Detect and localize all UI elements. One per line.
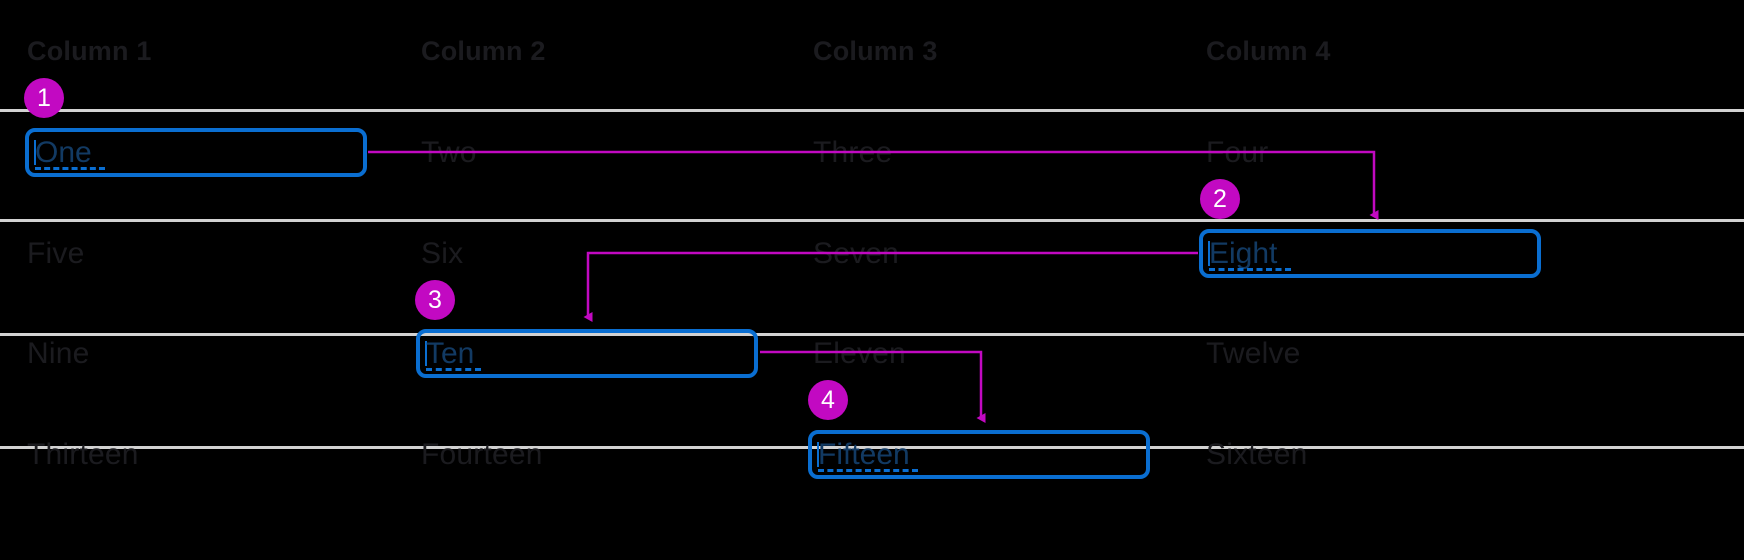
focused-input-ten-value: Ten — [426, 336, 475, 370]
table-cell-r4c2[interactable]: Fourteen — [421, 438, 543, 471]
table-cell-r1c2[interactable]: Two — [421, 136, 477, 169]
text-caret — [425, 341, 427, 366]
focused-input-one-value: One — [35, 135, 92, 169]
table-cell-r2c1[interactable]: Five — [27, 237, 85, 270]
selection-underline — [818, 469, 918, 472]
table-cell-r2c3[interactable]: Seven — [813, 237, 900, 270]
selection-underline — [426, 368, 481, 371]
table-cell-r3c4[interactable]: Twelve — [1206, 337, 1301, 370]
focused-input-ten[interactable]: Ten — [416, 329, 758, 378]
step-badge-4[interactable]: 4 — [808, 380, 848, 420]
focused-input-one[interactable]: One — [25, 128, 367, 177]
row-separator-1 — [0, 109, 1744, 112]
text-caret — [1208, 241, 1210, 266]
column-header-4[interactable]: Column 4 — [1206, 36, 1331, 66]
selection-underline — [35, 167, 105, 170]
step-badge-1[interactable]: 1 — [24, 78, 64, 118]
table-cell-r1c4[interactable]: Four — [1206, 136, 1269, 169]
text-caret — [34, 140, 36, 165]
column-header-3[interactable]: Column 3 — [813, 36, 938, 66]
selection-underline — [1209, 268, 1291, 271]
table-cell-r4c1[interactable]: Thirteen — [27, 438, 139, 471]
focused-input-eight-value: Eight — [1209, 236, 1278, 270]
focused-input-fifteen-value: Fifteen — [818, 437, 910, 471]
table-cell-r4c4[interactable]: Sixteen — [1206, 438, 1308, 471]
row-separator-3 — [0, 333, 1744, 336]
focused-input-fifteen[interactable]: Fifteen — [808, 430, 1150, 479]
table-cell-r1c3[interactable]: Three — [813, 136, 893, 169]
step-badge-2[interactable]: 2 — [1200, 179, 1240, 219]
column-header-2[interactable]: Column 2 — [421, 36, 546, 66]
table-cell-r2c2[interactable]: Six — [421, 237, 464, 270]
table-cell-r3c1[interactable]: Nine — [27, 337, 90, 370]
table-cell-r3c3[interactable]: Eleven — [813, 337, 906, 370]
row-separator-2 — [0, 219, 1744, 222]
focused-input-eight[interactable]: Eight — [1199, 229, 1541, 278]
column-header-1[interactable]: Column 1 — [27, 36, 152, 66]
step-badge-3[interactable]: 3 — [415, 280, 455, 320]
text-caret — [817, 442, 819, 467]
row-separator-4 — [0, 446, 1744, 449]
